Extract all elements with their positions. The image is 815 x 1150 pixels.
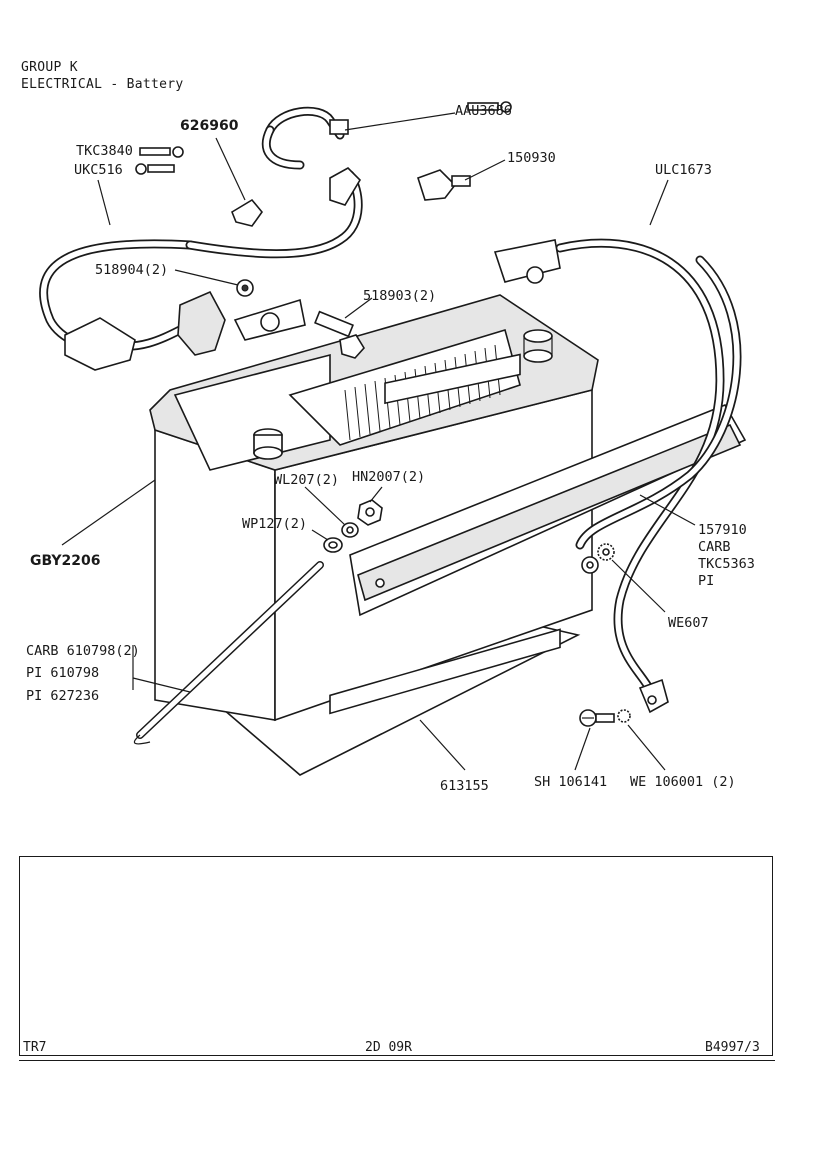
footer-model: TR7 (23, 1040, 47, 1055)
washer-we607 (597, 543, 615, 561)
battery-clamp-bar (349, 403, 747, 617)
cable-clip-626960 (231, 198, 264, 227)
label-tkc5363: TKC5363 (698, 556, 755, 572)
cable-strap-aau3686 (261, 106, 349, 170)
label-wp127: WP127(2) (242, 516, 307, 532)
bolt-518903 (314, 310, 365, 359)
fastener-ukc516-icon (135, 163, 175, 175)
terminal-post-rear (523, 329, 553, 363)
group-heading: GROUP K (21, 60, 78, 75)
leader-lines (61, 112, 696, 771)
label-wl207: WL207(2) (274, 472, 339, 488)
label-626960: 626960 (180, 118, 239, 134)
nut-518904 (236, 279, 254, 297)
footer-rule (19, 1060, 775, 1061)
label-we106001: WE 106001 (2) (630, 774, 736, 790)
label-pi-610798: PI 610798 (26, 665, 99, 681)
footer-page: 2D 09R (365, 1040, 412, 1055)
section-heading: ELECTRICAL - Battery (21, 77, 184, 92)
battery (149, 294, 599, 722)
terminal-post-front (253, 428, 283, 460)
washer-wl207 (341, 522, 359, 538)
terminal-clamp-150930 (417, 169, 471, 201)
notes-box (19, 856, 773, 1056)
label-sh106141: SH 106141 (534, 774, 607, 790)
fastener-tkc3840-icon (139, 146, 184, 158)
positive-cable (39, 167, 363, 371)
label-ukc516: UKC516 (74, 162, 123, 178)
label-518904: 518904(2) (95, 262, 168, 278)
label-613155: 613155 (440, 778, 489, 794)
label-carb-610798: CARB 610798(2) (26, 643, 140, 659)
label-pi-627236: PI 627236 (26, 688, 99, 704)
washer-we106001 (617, 709, 631, 723)
label-157910: 157910 (698, 522, 747, 538)
footer-ref: B4997/3 (705, 1040, 760, 1055)
label-pi-tkc5363: PI (698, 573, 714, 589)
label-150930: 150930 (507, 150, 556, 166)
label-tkc3840: TKC3840 (76, 143, 133, 159)
label-gby2206: GBY2206 (30, 553, 101, 569)
hold-down-rod (133, 561, 324, 745)
label-we607: WE607 (668, 615, 709, 631)
label-518903: 518903(2) (363, 288, 436, 304)
label-aau3686: AAU3686 (455, 103, 512, 119)
label-carb-157910: CARB (698, 539, 731, 555)
fastener-aau3686-icon (467, 101, 512, 113)
battery-exploded-diagram: AAU3686 626960 TKC3840 UKC516 150930 ULC… (26, 101, 755, 794)
washer-wp127 (323, 537, 343, 553)
earth-cable (493, 238, 742, 714)
label-hn2007: HN2007(2) (352, 469, 425, 485)
label-ulc1673: ULC1673 (655, 162, 712, 178)
nut-hn2007 (357, 499, 383, 526)
screw-sh106141 (579, 709, 615, 727)
